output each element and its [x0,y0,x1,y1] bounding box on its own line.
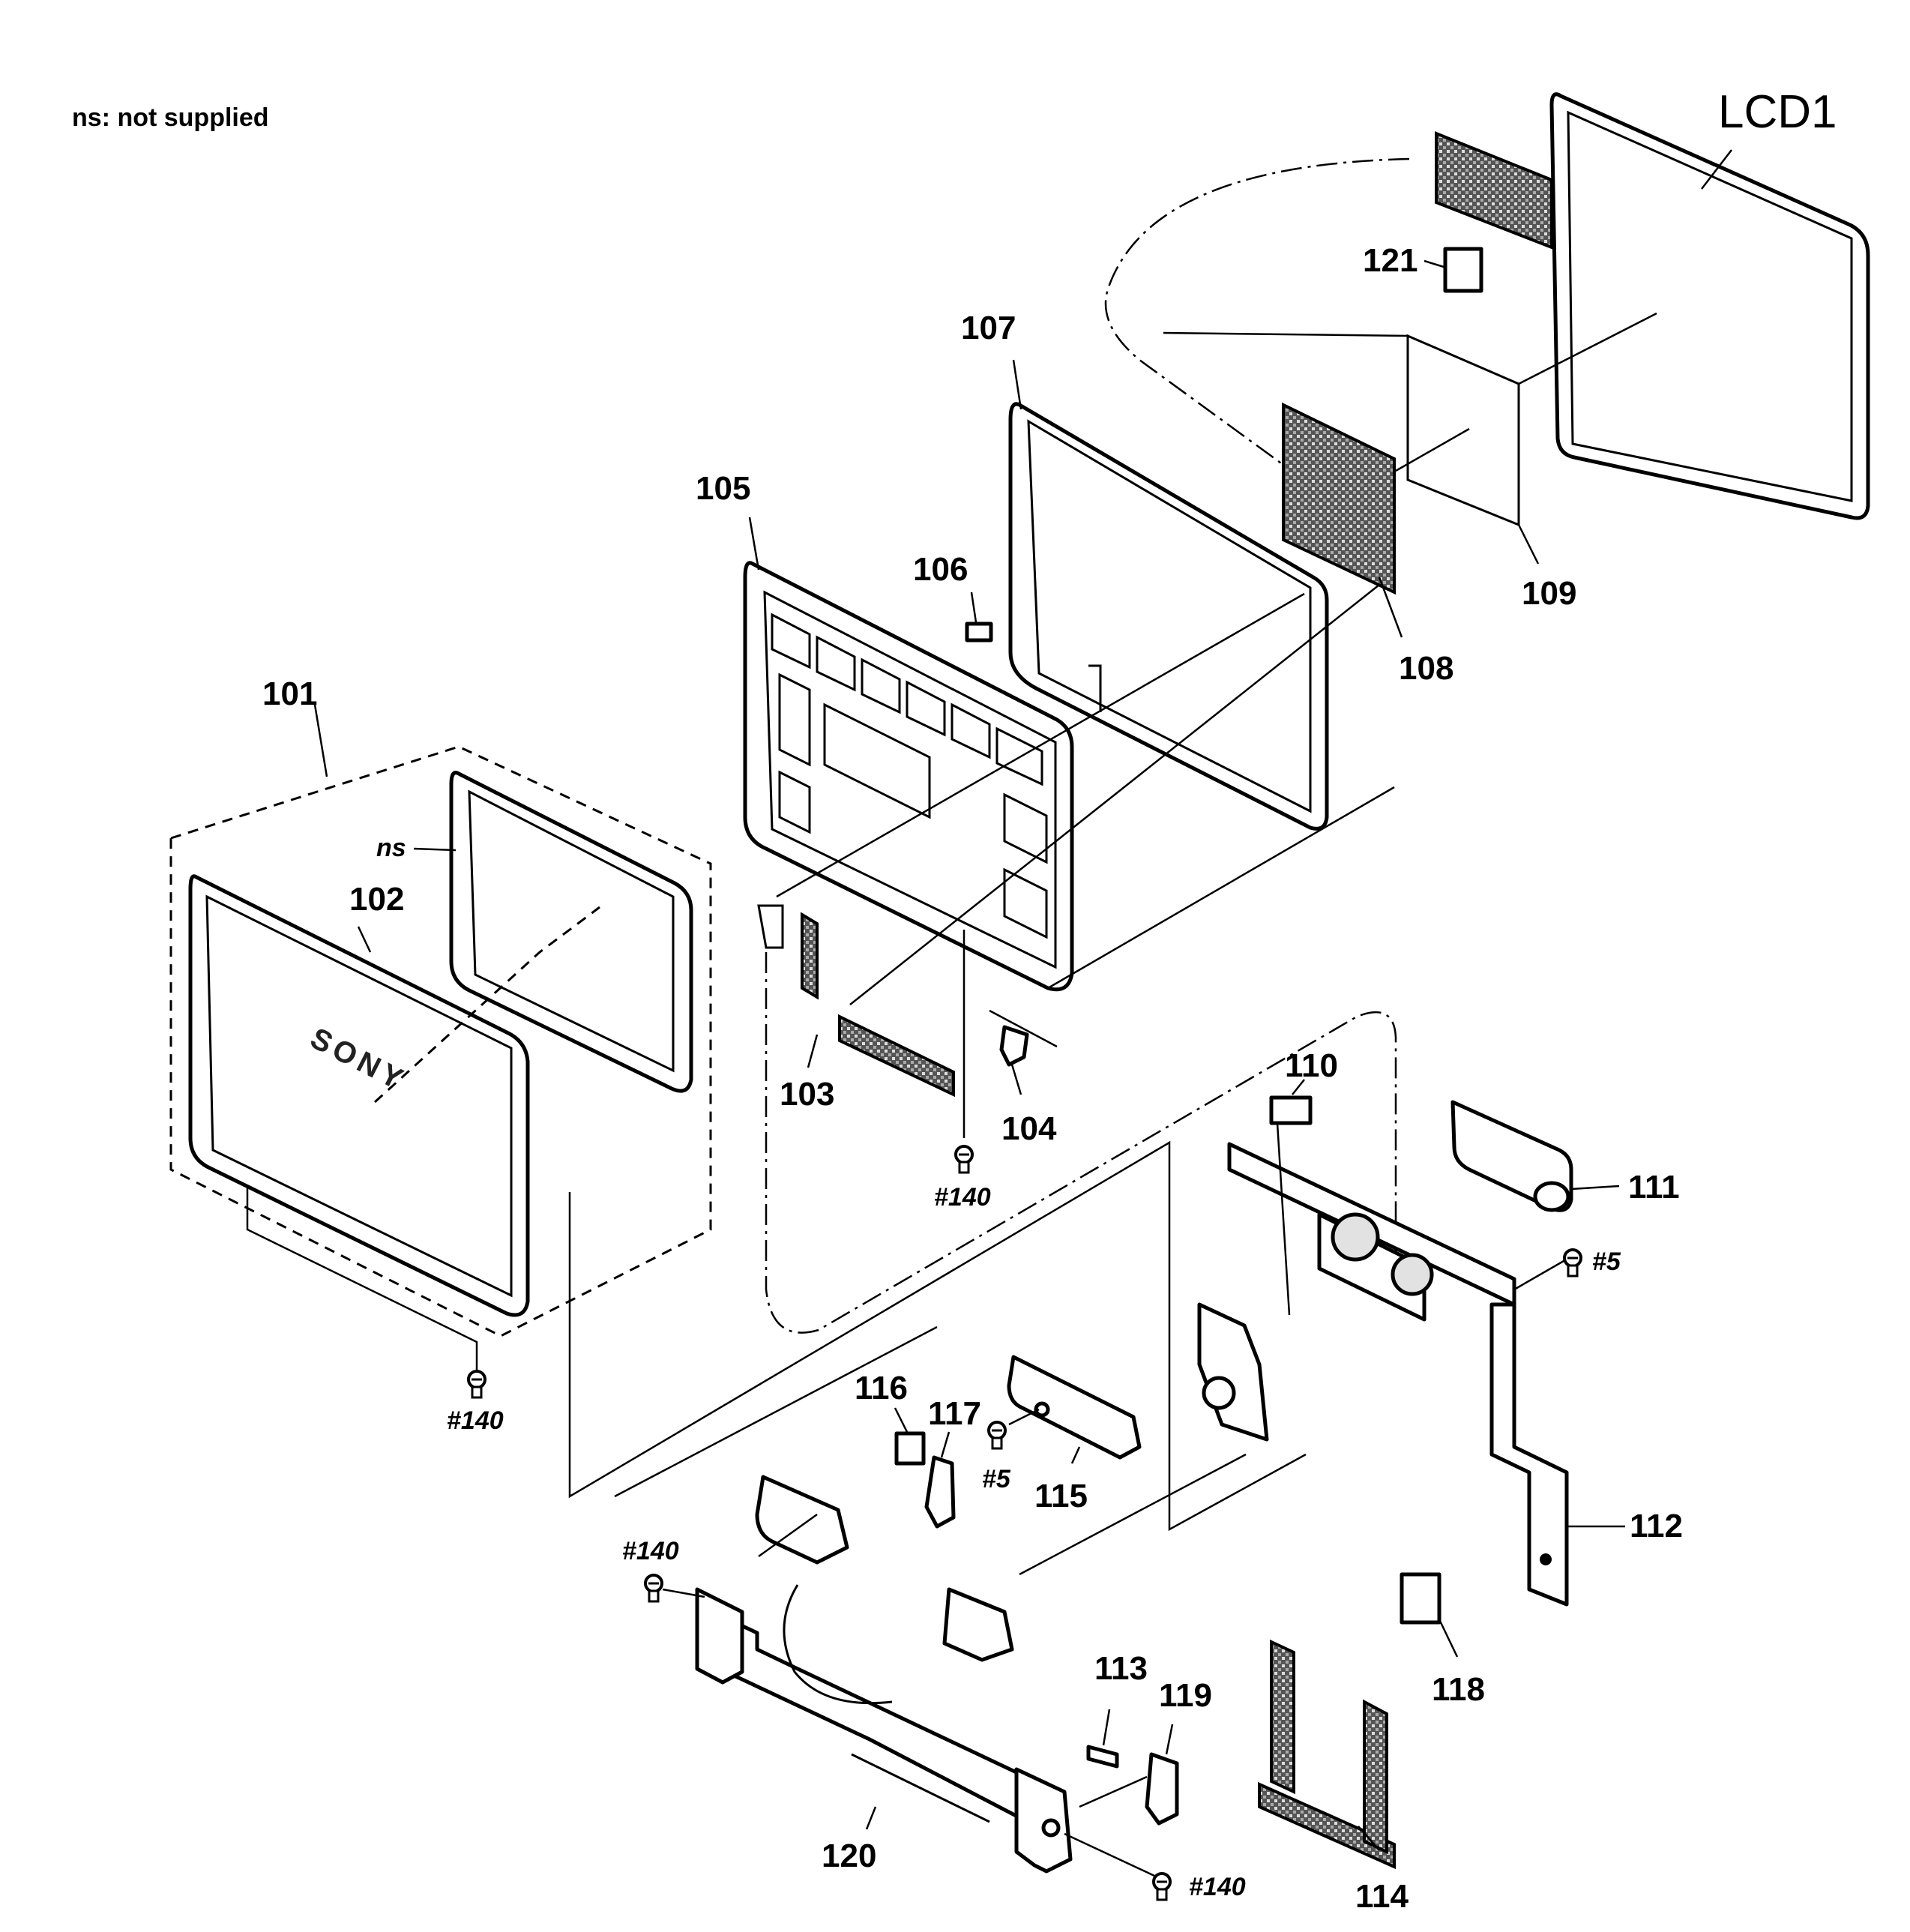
part-111-hinge-cover [1450,1100,1573,1212]
part-105-chassis [743,561,1074,992]
label-112: 112 [1630,1508,1683,1544]
label-screw-140-d: #140 [1189,1873,1246,1901]
lcd-panel [1549,92,1870,520]
part-114-flex [1258,1639,1396,1870]
part-110-plate [1269,1095,1313,1125]
screw-5-icon-a [1563,1248,1582,1278]
label-109: 109 [1522,575,1576,612]
part-116-block [894,1431,926,1466]
label-103: 103 [780,1076,834,1113]
part-104-clip [999,1025,1029,1067]
label-106: 106 [913,551,968,588]
part-108-mesh [1282,402,1396,595]
part-113-strip [1086,1745,1119,1769]
label-screw-5-b: #5 [982,1465,1011,1493]
part-121-sheet [1443,247,1483,293]
label-111: 111 [1628,1169,1680,1206]
label-screw-140-c: #140 [622,1537,679,1565]
group-101-boundary [169,745,712,1337]
label-114: 114 [1355,1878,1409,1915]
part-109-sheet [1406,334,1520,527]
label-120: 120 [822,1838,876,1874]
label-119: 119 [1159,1677,1212,1714]
label-110: 110 [1285,1047,1338,1084]
label-104: 104 [1001,1110,1057,1147]
label-105: 105 [696,470,750,507]
screw-140-icon-c [644,1574,663,1603]
lcd-flex-mesh [1435,131,1553,250]
label-101: 101 [262,675,317,712]
label-115: 115 [1034,1478,1088,1514]
label-107: 107 [961,310,1016,346]
part-117-latch [924,1455,956,1529]
label-screw-5-a: #5 [1592,1248,1621,1276]
label-lcd1: LCD1 [1718,86,1837,138]
screw-140-icon-d [1152,1872,1172,1901]
part-118-sheet [1400,1572,1441,1625]
label-108: 108 [1399,650,1453,687]
leader-envelope-top [1104,157,1410,466]
part-106-tab [965,622,993,643]
part-103-flex [757,904,955,1098]
label-118: 118 [1432,1671,1485,1708]
part-107-frame [1008,402,1329,831]
label-113: 113 [1094,1650,1148,1687]
part-120-base [695,1475,1073,1874]
label-ns: ns [376,834,406,862]
part-ns-bezel [449,771,693,1093]
label-117: 117 [928,1395,981,1432]
leader-envelope-mid [765,952,1397,1334]
screw-140-icon-b [467,1370,486,1399]
label-screw-140-b: #140 [447,1406,504,1435]
label-116: 116 [855,1370,908,1406]
label-screw-140-a: #140 [934,1183,991,1212]
label-102: 102 [349,881,404,918]
part-112-hinge-bracket [1197,1142,1569,1607]
screw-140-icon [954,1145,974,1174]
label-121: 121 [1363,242,1418,279]
part-115-bracket [1007,1355,1142,1460]
screw-5-icon-b [987,1421,1007,1450]
part-119-latch [1145,1752,1179,1826]
leader-cover-bezel [373,906,600,1104]
note-not-supplied: ns: not supplied [72,103,269,132]
